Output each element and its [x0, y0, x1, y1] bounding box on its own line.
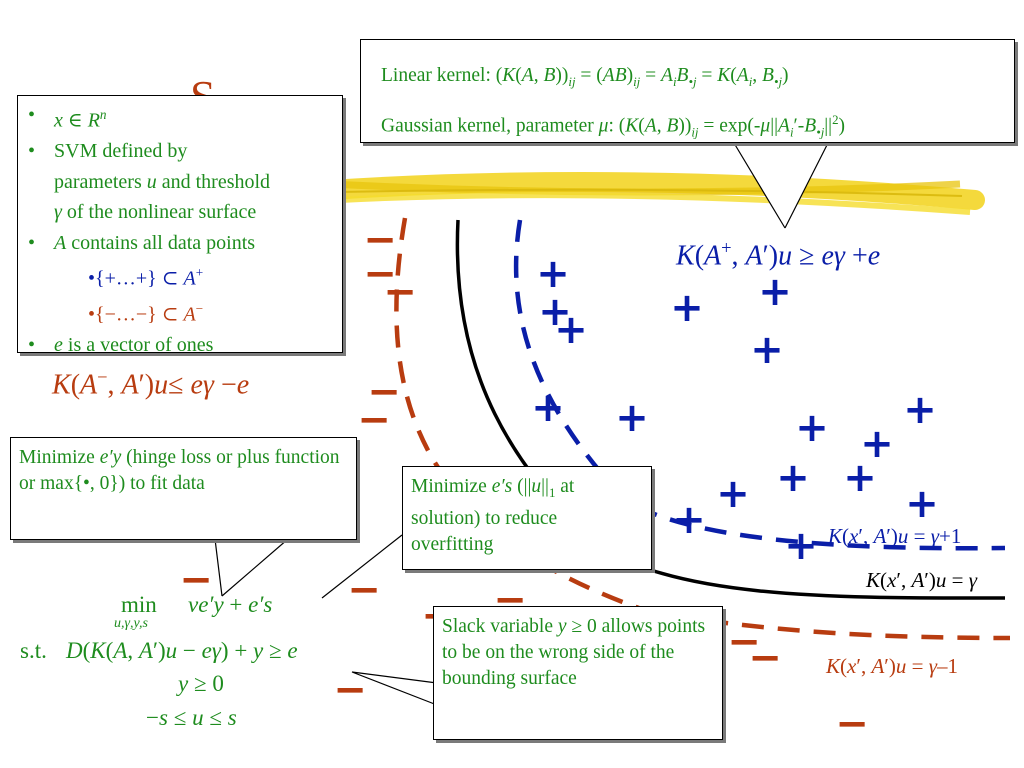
bullet-item: γ of the nonlinear surface [54, 201, 257, 224]
plus-point: + [750, 327, 784, 373]
formula-constraint: D(K(A, A′)u − eγ) + y ≥ e [66, 638, 298, 663]
plus-point: + [531, 385, 565, 431]
bullet-item: •SVM defined by [28, 140, 188, 163]
surface-minus-one-label: K(x′, A′)u = γ–1 [826, 654, 958, 678]
minus-point: − [748, 635, 782, 681]
bullet-item: •{+…+} ⊂ A+ [88, 265, 204, 290]
highlighter-stroke [320, 172, 985, 215]
surface-plus-one-label: K(x′, A′)u = γ+1 [828, 524, 962, 548]
minus-point: − [179, 557, 213, 603]
plus-point: + [716, 471, 750, 517]
minus-point: − [357, 397, 391, 443]
slack-variable-callout: Slack variable y ≥ 0 allows points to be… [433, 606, 723, 740]
minus-surface-label: K(A−, A′)u≤ eγ −e [52, 367, 250, 401]
bullet-item: •A contains all data points [28, 231, 256, 254]
definitions-box: •x ∈ Rn •SVM defined by parameters u and t… [17, 95, 343, 356]
plus-point: + [670, 285, 704, 331]
minus-point: − [727, 619, 761, 665]
formula-objective: νe′y + e′s [188, 592, 273, 617]
plus-point: + [784, 523, 818, 569]
plus-point: + [554, 307, 588, 353]
surface-zero-label: K(x′, A′)u = γ [866, 568, 977, 592]
plus-point: + [843, 455, 877, 501]
minus-point: − [367, 369, 401, 415]
formula-nonneg: y ≥ 0 [178, 671, 224, 696]
plus-point: + [795, 405, 829, 451]
bullet-item: •x ∈ Rn [28, 104, 107, 132]
minus-point: − [363, 251, 397, 297]
plus-point: + [860, 421, 894, 467]
plus-point: + [536, 251, 570, 297]
plus-surface-label: K(A+, A′)u ≥ eγ +e [676, 238, 881, 272]
gaussian-kernel-text: Gaussian kernel, parameter μ: (K(A, B))i… [381, 112, 846, 140]
bullet-item: parameters u and threshold [54, 170, 271, 193]
boundary-surface-plus-one [513, 219, 1006, 551]
boundary-surface-minus-one [394, 217, 1011, 641]
formula-st: s.t. [20, 638, 47, 663]
callout-leaders [214, 142, 829, 706]
formula-min-subscript: u,γ,y,s [114, 616, 148, 631]
formula-bounds: −s ≤ u ≤ s [146, 705, 237, 730]
plus-point: + [776, 455, 810, 501]
overfitting-callout: Minimize e′s (||u||1 at solution) to red… [402, 466, 652, 570]
minus-point: − [835, 701, 869, 747]
kernel-box: Linear kernel: (K(A, B))ij = (AB)ij = Ai… [360, 39, 1015, 143]
bullet-item: •{−…−} ⊂ A− [88, 301, 204, 326]
minus-point: − [363, 217, 397, 263]
linear-kernel-text: Linear kernel: (K(A, B))ij = (AB)ij = Ai… [381, 65, 789, 89]
plus-point: + [903, 387, 937, 433]
plus-point: + [905, 481, 939, 527]
minus-point: − [383, 269, 417, 315]
plus-point: + [672, 497, 706, 543]
plus-point: + [538, 289, 572, 335]
hinge-loss-callout: Minimize e′y (hinge loss or plus functio… [10, 437, 357, 540]
formula-min: min [121, 592, 157, 617]
plus-point: + [758, 269, 792, 315]
bullet-item: •e is a vector of ones [28, 334, 214, 357]
plus-point: + [615, 395, 649, 441]
minus-point: − [347, 567, 381, 613]
